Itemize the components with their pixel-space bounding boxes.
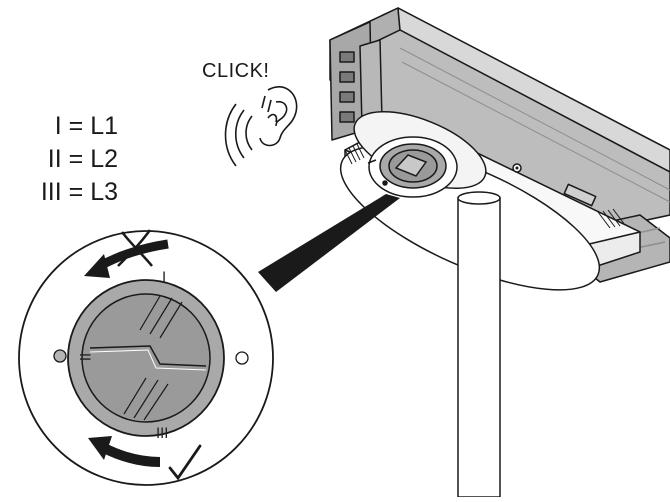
zoom-callout (258, 194, 400, 292)
legend-phase-2: L2 (90, 145, 118, 173)
track-rail (329, 7, 670, 283)
dial-marker-bottom: III (156, 426, 169, 442)
x-mark-icon (117, 229, 153, 267)
ear-icon (259, 86, 298, 147)
dial-marker-left: II (76, 352, 93, 362)
check-mark-icon (168, 444, 202, 481)
sound-waves-icon (224, 103, 253, 167)
legend-roman-2: II (47, 145, 62, 173)
magnified-dial (18, 230, 274, 486)
correct-direction-arrow (88, 436, 161, 467)
legend-phase-3: L3 (90, 178, 118, 206)
legend-phase-1: L1 (90, 112, 118, 140)
pendant-rod (457, 191, 501, 498)
adapter-rotary-dial (367, 136, 458, 198)
legend-row-1: I = L1 (54, 112, 118, 140)
legend-roman-1: I (54, 112, 62, 140)
click-label: CLICK! (202, 60, 270, 82)
dial-marker-top: I (162, 270, 167, 286)
legend-roman-3: III (40, 178, 62, 206)
legend-row-2: II = L2 (47, 145, 118, 173)
legend-row-3: III = L3 (40, 178, 118, 206)
phase-legend: I = L1 II = L2 III = L3 (0, 110, 118, 209)
